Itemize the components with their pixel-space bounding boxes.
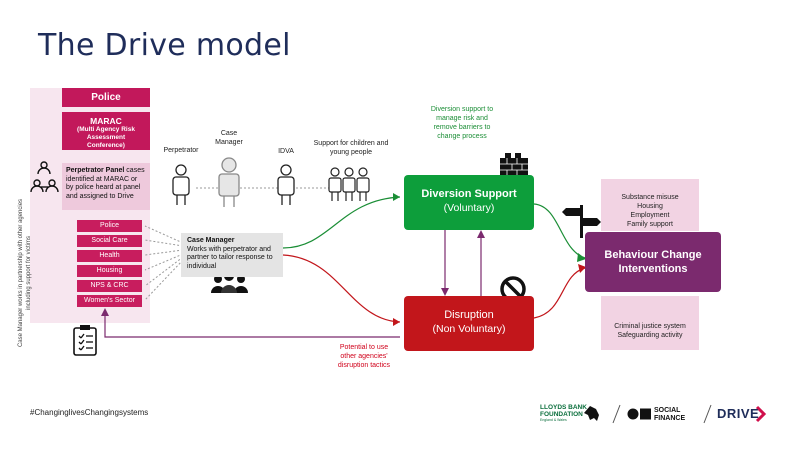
case-manager-box: Case Manager Works with perpetrator and …	[181, 233, 283, 277]
justice-list-text: Criminal justice system Safeguarding act…	[614, 323, 686, 339]
drive-logo-text: DRIVE	[717, 406, 760, 421]
justice-list-box: Criminal justice system Safeguarding act…	[601, 296, 699, 350]
children-label: Support for children and young people	[313, 140, 389, 156]
vertical-note: Case Manager works in partnership with o…	[18, 198, 48, 348]
behaviour-change-label: Behaviour Change Interventions	[604, 249, 702, 275]
disruption-note: Potential to use other agencies' disrupt…	[337, 344, 391, 369]
case-manager-label-text: Case Manager	[215, 130, 243, 146]
perpetrator-figure	[172, 164, 190, 205]
support-list-box: Substance misuse Housing Employment Fami…	[601, 179, 699, 231]
social-label: SOCIAL	[654, 407, 681, 414]
perpetrator-panel-text: cases identified at MARAC or by police h…	[66, 167, 145, 200]
agency-item: Women's Sector	[77, 295, 142, 307]
lloyds-line1: LLOYDS BANK	[540, 404, 587, 411]
police-label: Police	[91, 92, 121, 103]
idva-figure	[277, 164, 295, 205]
lloyds-logo: LLOYDS BANK FOUNDATION England & Wales	[540, 404, 610, 426]
perpetrator-label: Perpetrator	[163, 147, 199, 154]
vertical-note-text: Case Manager works in partnership with o…	[18, 198, 32, 348]
agency-item: Police	[77, 220, 142, 232]
agency-item: NPS & CRC	[77, 280, 142, 292]
disruption-subtitle: (Non Voluntary)	[432, 323, 506, 335]
case-manager-figure	[218, 157, 240, 207]
marac-box: MARAC (Multi Agency Risk Assessment Conf…	[62, 112, 150, 150]
perpetrator-panel-box: Perpetrator Panel cases identified at MA…	[62, 163, 150, 210]
brick-wall-icon	[500, 153, 528, 176]
marac-title: MARAC	[90, 116, 122, 126]
diversion-note: Diversion support to manage risk and rem…	[430, 106, 494, 140]
diversion-title: Diversion Support	[421, 188, 517, 200]
disruption-title: Disruption	[444, 309, 494, 321]
police-box: Police	[62, 88, 150, 107]
diversion-support-box: Diversion Support (Voluntary)	[404, 175, 534, 230]
perpetrator-panel-bold: Perpetrator Panel	[66, 167, 125, 174]
disruption-box: Disruption (Non Voluntary)	[404, 296, 534, 351]
social-finance-logo-icon	[627, 408, 651, 420]
children-figures	[328, 167, 370, 201]
case-manager-label: Case Manager	[208, 130, 250, 147]
case-manager-box-body: Works with perpetrator and partner to ta…	[187, 245, 273, 270]
case-manager-box-heading: Case Manager	[187, 237, 235, 244]
idva-label: IDVA	[278, 148, 294, 155]
lloyds-line3: England & Wales	[540, 418, 567, 422]
agency-item: Social Care	[77, 235, 142, 247]
behaviour-change-box: Behaviour Change Interventions	[585, 232, 721, 292]
diversion-subtitle: (Voluntary)	[443, 202, 495, 214]
agency-item: Health	[77, 250, 142, 262]
marac-subtitle: (Multi Agency Risk Assessment Conference…	[77, 126, 135, 149]
agency-item: Housing	[77, 265, 142, 277]
page-title: The Drive model	[38, 28, 291, 63]
finance-label: FINANCE	[654, 414, 686, 422]
lloyds-line2: FOUNDATION	[540, 411, 583, 418]
hashtag: #ChanginglivesChangingsystems	[30, 408, 149, 417]
social-finance-text: SOCIAL FINANCE	[654, 407, 685, 422]
support-list-text: Substance misuse Housing Employment Fami…	[621, 194, 679, 228]
